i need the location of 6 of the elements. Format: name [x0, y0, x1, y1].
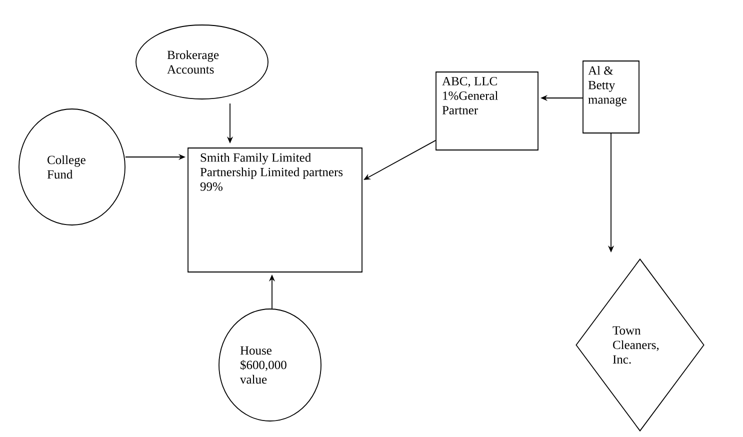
process-box: ABC, LLC 1%General Partner	[436, 72, 538, 150]
ellipse-node: Brokerage Accounts	[136, 24, 268, 100]
ellipse-node: House $600,000 value	[218, 308, 322, 422]
process-box: Al & Betty manage	[582, 60, 640, 134]
process-box: Smith Family Limited Partnership Limited partners 99%	[188, 148, 362, 272]
ellipse-node: College Fund	[18, 108, 126, 226]
